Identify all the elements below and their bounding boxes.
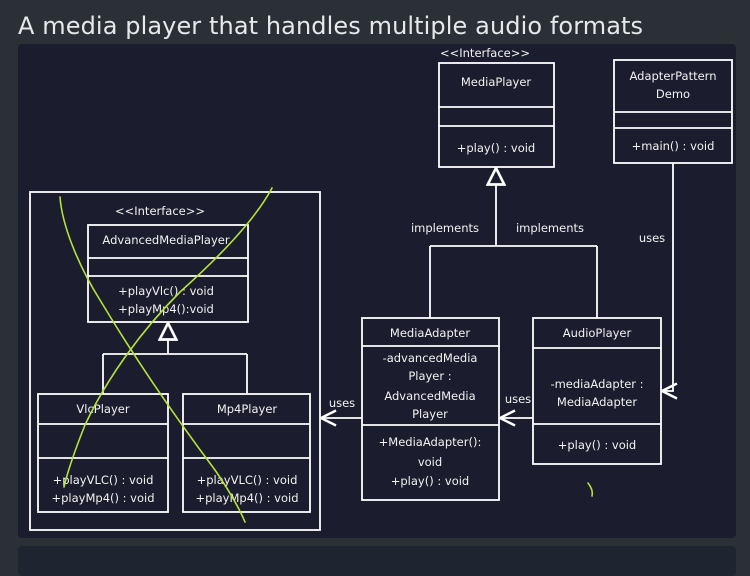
advanced-media-player-name: AdvancedMediaPlayer bbox=[102, 233, 229, 247]
uses-label-adapter: uses bbox=[329, 396, 355, 410]
mp4-player-method-2: +playMp4() : void bbox=[195, 491, 298, 505]
implements-label-left: implements bbox=[411, 221, 479, 235]
audio-player-method: +play() : void bbox=[558, 438, 636, 452]
page-title: A media player that handles multiple aud… bbox=[18, 12, 644, 40]
diagram-panel: <<Interface>> MediaPlayer +play() : void… bbox=[18, 44, 736, 538]
media-adapter-method-3: +play() : void bbox=[391, 474, 469, 488]
media-adapter-method-2: void bbox=[418, 455, 442, 469]
media-player-method: +play() : void bbox=[457, 141, 535, 155]
implements-label-right: implements bbox=[516, 221, 584, 235]
media-player-class: <<Interface>> MediaPlayer +play() : void bbox=[438, 46, 555, 168]
uml-class-diagram: <<Interface>> MediaPlayer +play() : void… bbox=[29, 46, 733, 531]
media-adapter-attr-4: Player bbox=[412, 407, 448, 421]
next-panel bbox=[18, 546, 736, 576]
uses-label-demo: uses bbox=[639, 231, 665, 245]
advanced-group-frame bbox=[29, 191, 321, 531]
vlc-player-class: VlcPlayer +playVLC() : void +playMp4() :… bbox=[37, 393, 169, 513]
adapter-demo-class: AdapterPattern Demo +main() : void bbox=[613, 59, 733, 164]
advanced-media-player-method-1: +playVlc() : void bbox=[118, 284, 214, 298]
media-adapter-class: MediaAdapter -advancedMedia Player : Adv… bbox=[361, 317, 500, 501]
advanced-media-player-method-2: +playMp4():void bbox=[118, 302, 214, 316]
media-player-stereotype: <<Interface>> bbox=[440, 46, 530, 60]
advanced-media-player-class: <<Interface>> AdvancedMediaPlayer +playV… bbox=[87, 204, 249, 323]
vlc-player-name: VlcPlayer bbox=[76, 402, 129, 416]
vlc-player-method-1: +playVLC() : void bbox=[53, 473, 154, 487]
vlc-player-method-2: +playMp4() : void bbox=[51, 491, 154, 505]
media-adapter-attr-3: AdvancedMedia bbox=[384, 389, 475, 403]
media-adapter-method-1: +MediaAdapter(): bbox=[379, 435, 482, 449]
adapter-uses-line: uses bbox=[321, 396, 362, 418]
mp4-player-class: Mp4Player +playVLC() : void +playMp4() :… bbox=[182, 393, 311, 513]
adapter-demo-method: +main() : void bbox=[632, 139, 715, 153]
uses-label-audio: uses bbox=[505, 392, 531, 406]
audio-player-name: AudioPlayer bbox=[563, 326, 632, 340]
advanced-media-player-stereotype: <<Interface>> bbox=[115, 204, 205, 218]
audio-player-attr-2: MediaAdapter bbox=[557, 395, 637, 409]
adapter-demo-name-2: Demo bbox=[656, 87, 690, 101]
demo-uses-line: uses bbox=[639, 163, 673, 391]
media-adapter-attr-2: Player : bbox=[408, 369, 451, 383]
mp4-player-name: Mp4Player bbox=[217, 402, 278, 416]
media-adapter-attr-1: -advancedMedia bbox=[383, 351, 478, 365]
strike-through-scribble bbox=[59, 187, 594, 523]
media-adapter-name: MediaAdapter bbox=[390, 326, 470, 340]
audio-player-attr-1: -mediaAdapter : bbox=[550, 377, 643, 391]
implements-lines: implements implements bbox=[411, 168, 598, 318]
adapter-demo-name-1: AdapterPattern bbox=[630, 69, 717, 83]
audio-player-class: AudioPlayer -mediaAdapter : MediaAdapter… bbox=[532, 317, 662, 465]
audio-uses-line: uses bbox=[500, 392, 533, 418]
media-player-name: MediaPlayer bbox=[461, 75, 532, 89]
mp4-player-method-1: +playVLC() : void bbox=[197, 473, 298, 487]
